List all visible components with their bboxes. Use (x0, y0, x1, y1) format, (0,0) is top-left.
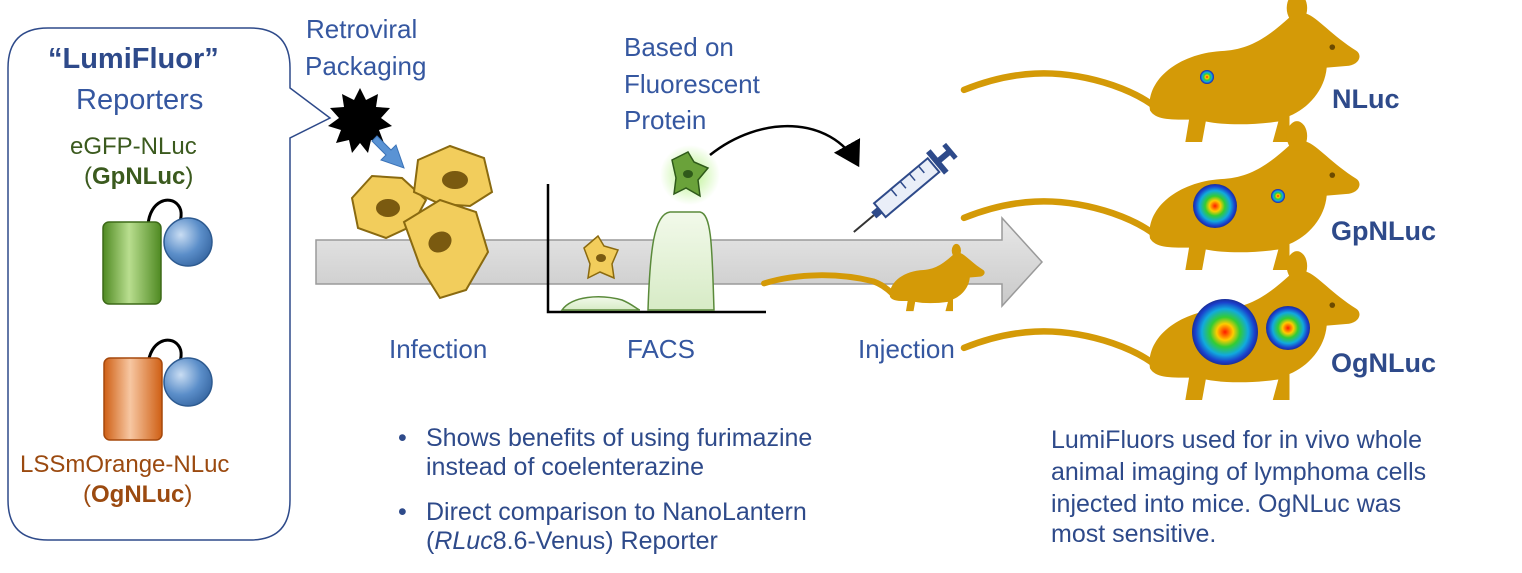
gpnluc-abbrev: (GpNLuc) (84, 163, 193, 191)
summary-line1: LumiFluors used for in vivo whole (1051, 426, 1422, 454)
infection-arrow (371, 135, 405, 169)
ognluc-reporter-icon (103, 338, 213, 441)
infected-cells-icon (350, 144, 494, 300)
panel-title-line1: “LumiFluor” (48, 43, 219, 75)
syringe-icon (853, 142, 958, 233)
retroviral-label-line2: Packaging (305, 51, 427, 81)
bullet-dot: • (398, 424, 407, 452)
injection-label: Injection (858, 334, 955, 364)
mouse-nluc-icon (964, 0, 1360, 142)
bullet-1-line1: Shows benefits of using furimazine (426, 424, 813, 452)
mouse-label-ognluc: OgNLuc (1331, 348, 1436, 378)
bullet-dot: • (398, 498, 407, 526)
ognluc-signal-small (1266, 306, 1310, 350)
bullet-2-line1: Direct comparison to NanoLantern (426, 498, 807, 526)
ognluc-full-name: LSSmOrange-NLuc (20, 451, 230, 478)
mouse-label-nluc: NLuc (1332, 84, 1400, 114)
gpnluc-signal-small (1271, 189, 1285, 203)
gpnluc-reporter-icon (102, 198, 213, 305)
summary-line3: injected into mice. OgNLuc was (1051, 490, 1402, 518)
ognluc-paren-close: ) (184, 481, 193, 508)
gpnluc-paren-close: ) (185, 163, 194, 190)
gpnluc-full-name: eGFP-NLuc (70, 133, 197, 160)
fluorescent-cell-icon (671, 151, 710, 198)
gpnluc-signal-large (1193, 184, 1237, 228)
retroviral-label-line1: Retroviral (306, 14, 418, 44)
gpnluc-paren-open: ( (84, 163, 92, 190)
summary-line4: most sensitive. (1051, 520, 1217, 548)
bullet-2-paren: ( (426, 527, 435, 556)
mouse-label-gpnluc: GpNLuc (1331, 216, 1436, 246)
fluor-label-line2: Fluorescent (624, 69, 760, 99)
transfer-arrow (709, 125, 861, 168)
infection-label: Infection (389, 334, 488, 364)
nluc-signal-small (1200, 70, 1214, 84)
bullet-2-rest: 8.6-Venus) Reporter (492, 527, 718, 556)
reporter-panel (7, 27, 332, 541)
bullet-2-italic: RLuc (434, 527, 493, 556)
bullet-1: • Shows benefits of using furimazine ins… (398, 424, 813, 483)
ognluc-abbrev-text: OgNLuc (91, 481, 185, 508)
fluor-label-line3: Protein (624, 105, 707, 135)
ognluc-paren-open: ( (83, 481, 91, 508)
unsorted-cell-icon (583, 234, 620, 280)
facs-plot (546, 184, 766, 314)
summary-line2: animal imaging of lymphoma cells (1051, 458, 1427, 486)
bullet-1-line2: instead of coelenterazine (426, 453, 704, 482)
gpnluc-abbrev-text: GpNLuc (92, 163, 186, 190)
panel-title-line2: Reporters (76, 84, 204, 116)
bullet-2: • Direct comparison to NanoLantern (RLuc… (398, 498, 807, 557)
facs-label: FACS (627, 334, 695, 364)
injection-mouse-icon (761, 243, 985, 312)
fluor-label-line1: Based on (624, 32, 734, 62)
bullet-2-line2: (RLuc8.6-Venus) Reporter (426, 527, 807, 556)
ognluc-signal-large (1192, 299, 1258, 365)
ognluc-abbrev: (OgNLuc) (83, 481, 192, 509)
